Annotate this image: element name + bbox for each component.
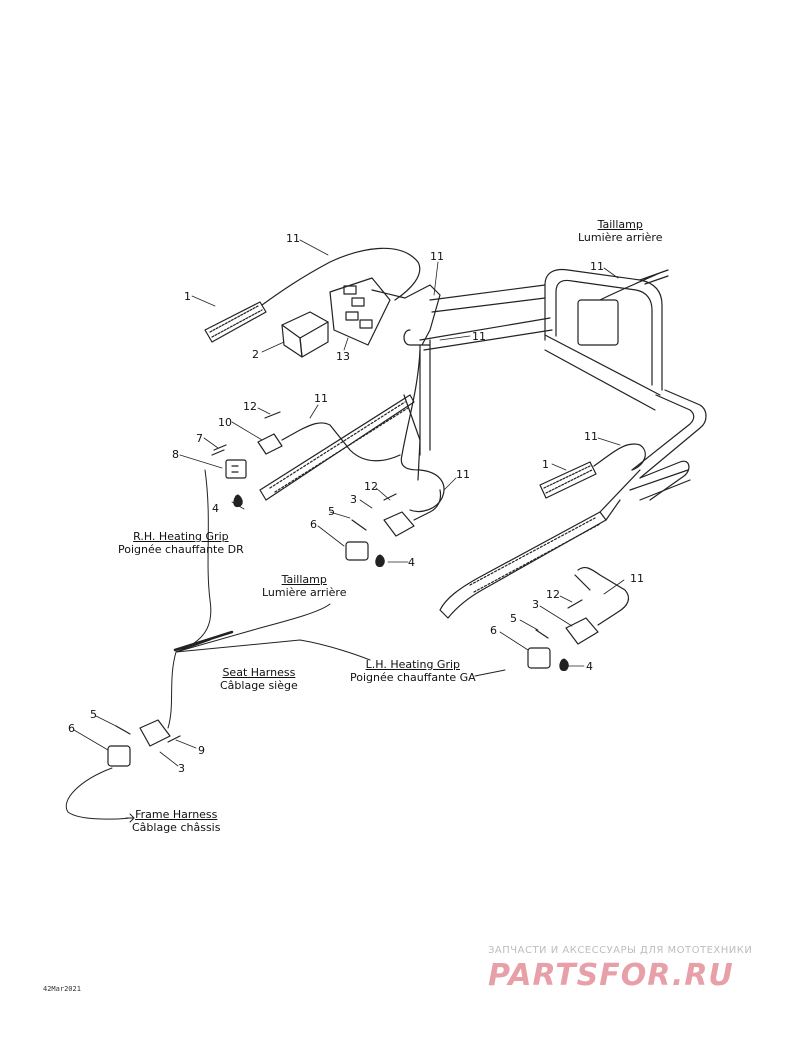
callout-3: 3: [178, 762, 185, 775]
callout-8: 8: [172, 448, 179, 461]
callout-6: 6: [490, 624, 497, 637]
heating-switch: [281, 311, 329, 358]
callout-5: 5: [328, 505, 335, 518]
callout-7: 7: [196, 432, 203, 445]
callout-11: 11: [472, 330, 486, 343]
callout-12: 12: [546, 588, 560, 601]
connector-group-frame: [107, 719, 181, 767]
label-taillamp-mid: Taillamp Lumière arrière: [262, 573, 347, 599]
callout-9: 9: [198, 744, 205, 757]
callout-6: 6: [68, 722, 75, 735]
leader-lines: [73, 239, 625, 767]
connector-bracket: [329, 277, 445, 513]
callout-12: 12: [243, 400, 257, 413]
callout-10: 10: [218, 416, 232, 429]
callout-11: 11: [584, 430, 598, 443]
callout-11: 11: [630, 572, 644, 585]
taillamp-wire: [599, 269, 669, 301]
label-rh-heating-grip: R.H. Heating Grip Poignée chauffante DR: [118, 530, 244, 556]
heating-grip-element-lh: [539, 443, 646, 499]
callout-2: 2: [252, 348, 259, 361]
callout-11: 11: [286, 232, 300, 245]
callout-numbers: 11 1 11 2 13 11 11 11 1 12 11 10 7 8 11 …: [68, 232, 644, 775]
watermark-logo: PARTSFOR.RU: [488, 958, 734, 993]
label-taillamp-top: Taillamp Lumière arrière: [578, 218, 663, 244]
left-rail: [439, 469, 641, 619]
callout-5: 5: [90, 708, 97, 721]
callout-3: 3: [350, 493, 357, 506]
callout-4: 4: [586, 660, 593, 673]
callout-6: 6: [310, 518, 317, 531]
callout-1: 1: [542, 458, 549, 471]
callout-11: 11: [430, 250, 444, 263]
callout-11: 11: [314, 392, 328, 405]
connector-group-lh: [527, 566, 630, 671]
drawing-code: 42Mar2021: [43, 985, 81, 993]
callout-11: 11: [590, 260, 604, 273]
watermark-tagline: ЗАПЧАСТИ И АКСЕССУАРЫ ДЛЯ МОТОТЕХНИКИ: [488, 945, 753, 956]
connector-group-mid: [345, 489, 442, 567]
connector-group-rh: [211, 411, 401, 508]
right-rail: [259, 394, 421, 501]
callout-13: 13: [336, 350, 350, 363]
callout-4: 4: [212, 502, 219, 515]
callout-12: 12: [364, 480, 378, 493]
label-seat-harness: Seat Harness Câblage siège: [220, 666, 298, 692]
callout-5: 5: [510, 612, 517, 625]
callout-1: 1: [184, 290, 191, 303]
rear-rack-frame: [403, 268, 707, 501]
callout-4: 4: [408, 556, 415, 569]
label-lh-heating-grip: L.H. Heating Grip Poignée chauffante GA: [350, 658, 476, 684]
seat-harness-wiring: [65, 469, 506, 823]
heating-grip-element-rh: [204, 247, 421, 343]
label-frame-harness: Frame Harness Câblage châssis: [132, 808, 221, 834]
callout-11: 11: [456, 468, 470, 481]
callout-3: 3: [532, 598, 539, 611]
